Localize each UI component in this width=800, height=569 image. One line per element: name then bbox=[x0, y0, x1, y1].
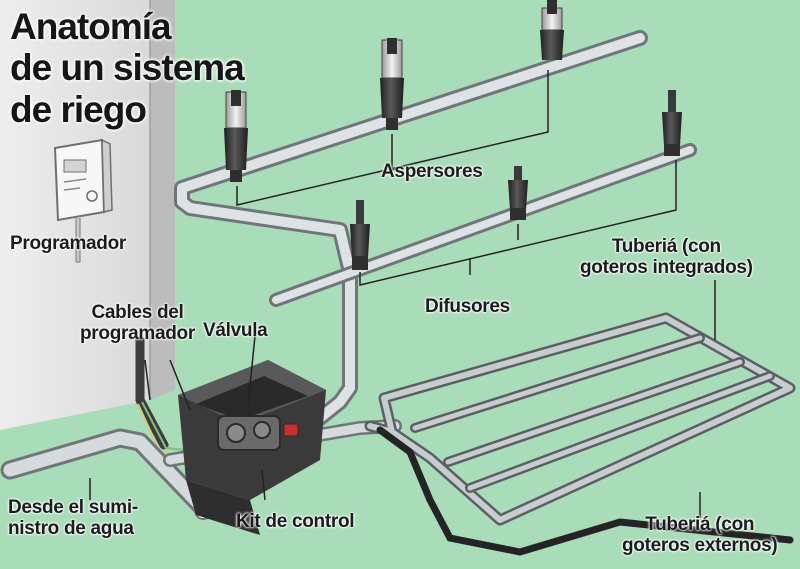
title-line-1: Anatomía bbox=[10, 6, 172, 47]
label-cables-line-1: Cables del bbox=[91, 302, 184, 323]
label-cables-line-2: programador bbox=[80, 323, 195, 345]
drip-grid bbox=[364, 312, 796, 526]
callout-lines bbox=[89, 70, 716, 518]
label-difusores: Difusores bbox=[425, 296, 510, 317]
label-tuberia-externos: Tuberiá (con goteros externos) bbox=[622, 514, 778, 557]
label-cables: Cables del programador bbox=[80, 302, 195, 345]
label-tuberia-integrados: Tuberiá (con goteros integrados) bbox=[580, 236, 753, 279]
title-line-2: de un sistema bbox=[10, 47, 245, 89]
external-drip-tube bbox=[376, 426, 794, 556]
rotor-sprinklers bbox=[224, 0, 564, 182]
label-tuberia-externos-line-1: Tuberiá (con bbox=[645, 514, 755, 535]
label-valvula: Válvula bbox=[203, 320, 268, 341]
label-tuberia-integrados-line-1: Tuberiá (con bbox=[611, 236, 721, 257]
label-suministro-line-2: nistro de agua bbox=[8, 518, 134, 540]
label-suministro-line-1: Desde el sumi- bbox=[8, 497, 138, 518]
label-tuberia-integrados-line-2: goteros integrados) bbox=[580, 257, 753, 279]
label-programador: Programador bbox=[10, 233, 127, 254]
rotor-3 bbox=[540, 0, 564, 60]
title-line-3: de riego bbox=[10, 88, 147, 130]
diagram-title: Anatomía de un sistema de riego bbox=[10, 6, 245, 130]
spray-heads bbox=[350, 90, 682, 270]
label-tuberia-externos-line-2: goteros externos) bbox=[622, 535, 778, 557]
label-aspersores: Aspersores bbox=[381, 161, 483, 182]
controller-device bbox=[53, 138, 113, 222]
spray-3 bbox=[662, 90, 682, 156]
rotor-1 bbox=[224, 90, 248, 182]
label-suministro: Desde el sumi- nistro de agua bbox=[8, 497, 138, 540]
spray-1 bbox=[350, 200, 370, 270]
spray-2 bbox=[508, 166, 528, 220]
valve-box bbox=[178, 360, 326, 535]
rotor-2 bbox=[380, 38, 404, 130]
label-kit-control: Kit de control bbox=[236, 511, 355, 532]
sprinkler-pipe-network bbox=[174, 30, 697, 450]
